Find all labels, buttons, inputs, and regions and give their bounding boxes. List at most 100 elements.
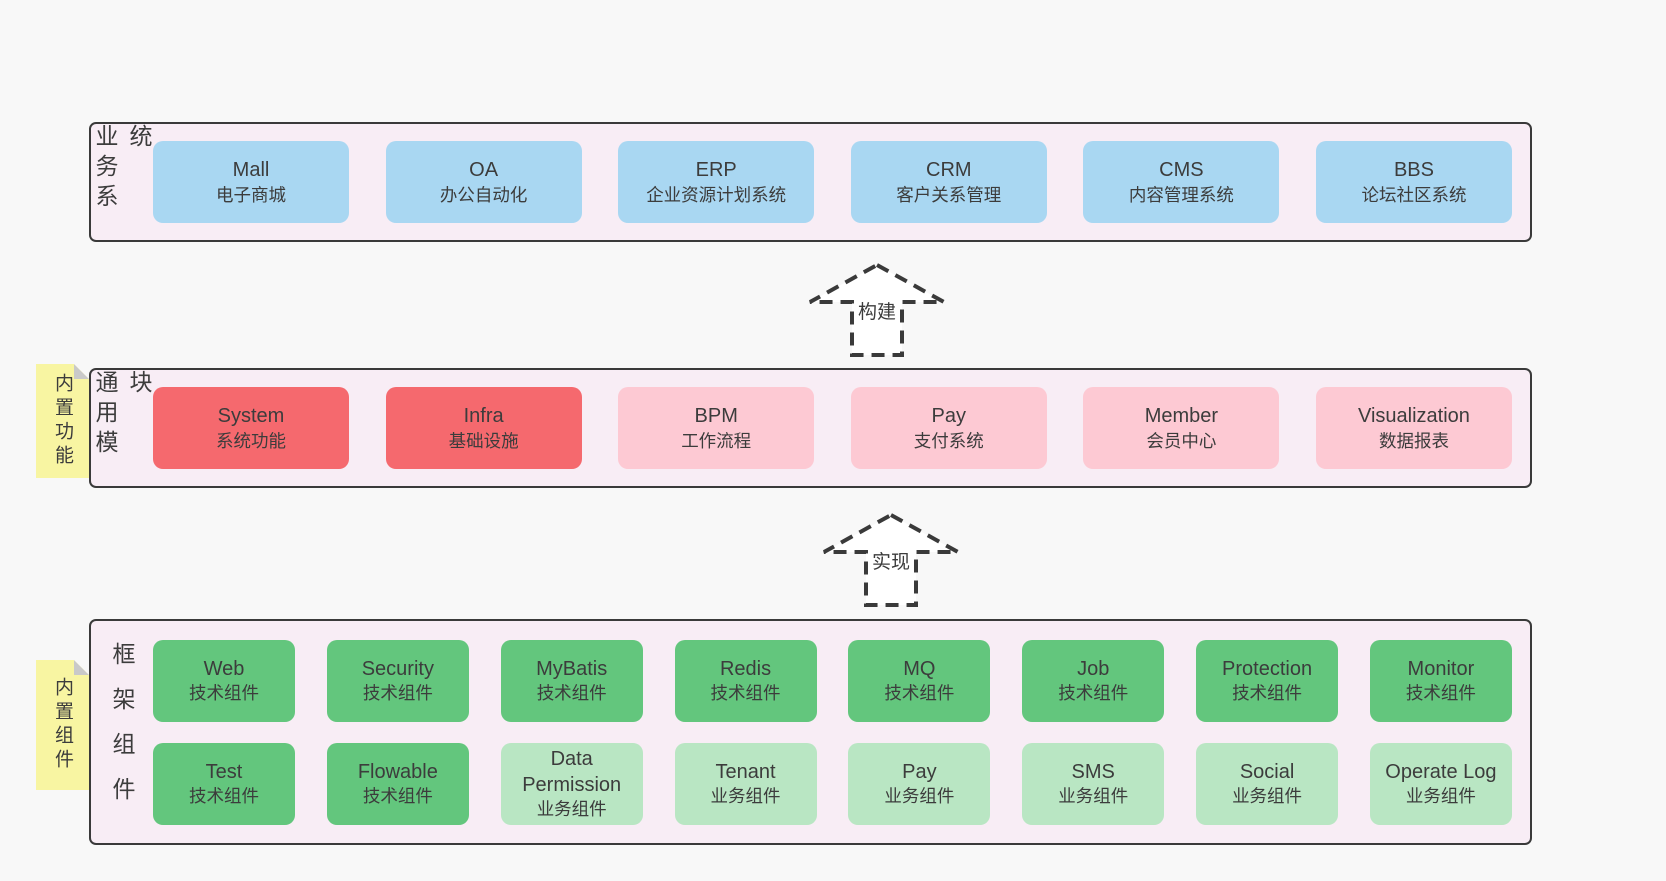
box-title: Social (1239, 760, 1295, 783)
folded-corner-icon (74, 364, 89, 379)
box-web: Web 技术组件 (153, 639, 295, 722)
box-subtitle: 客户关系管理 (896, 184, 1002, 205)
box-pay-component: Pay 业务组件 (848, 742, 991, 825)
box-title: Member (1144, 405, 1219, 428)
folded-corner-icon (74, 660, 89, 675)
box-title: Monitor (1407, 657, 1475, 680)
box-subtitle: 办公自动化 (439, 184, 528, 205)
box-redis: Redis 技术组件 (674, 639, 817, 722)
box-title: Flowable (357, 760, 438, 783)
box-subtitle: 支付系统 (913, 430, 984, 451)
box-title: Pay (902, 760, 937, 783)
box-cms: CMS 内容管理系统 (1083, 141, 1280, 223)
box-subtitle: 业务组件 (884, 786, 955, 807)
arrow-implement: 实现 (821, 512, 961, 608)
box-subtitle: 技术组件 (1405, 683, 1476, 704)
box-title: Visualization (1358, 405, 1470, 428)
box-protection: Protection 技术组件 (1196, 639, 1339, 722)
box-test: Test 技术组件 (153, 742, 295, 825)
box-title: CMS (1159, 159, 1204, 182)
box-oa: OA 办公自动化 (385, 141, 582, 223)
band-common-modules: 通用模块 System 系统功能 Infra 基础设施 BPM 工作流程 Pay… (89, 368, 1532, 488)
box-social: Social 业务组件 (1196, 742, 1339, 825)
box-title: SMS (1071, 760, 1115, 783)
box-bbs: BBS 论坛社区系统 (1315, 141, 1512, 223)
box-row: Mall 电子商城 OA 办公自动化 ERP 企业资源计划系统 CRM 客户关系… (153, 141, 1512, 223)
box-title: MQ (903, 657, 936, 680)
box-title: BPM (694, 405, 738, 428)
box-title: Pay (931, 405, 967, 428)
band-framework-components-boxes: Web 技术组件 Security 技术组件 MyBatis 技术组件 Redi… (153, 621, 1512, 843)
box-tenant: Tenant 业务组件 (674, 742, 817, 825)
box-title: Job (1077, 657, 1110, 680)
box-title: OA (469, 159, 499, 182)
box-sms: SMS 业务组件 (1022, 742, 1165, 825)
sticky-label: 内置组件 (52, 677, 73, 773)
box-title: Tenant (715, 760, 776, 783)
box-title: Web (203, 657, 245, 680)
box-subtitle: 业务组件 (536, 799, 607, 820)
box-title: Security (361, 657, 434, 680)
box-infra: Infra 基础设施 (385, 387, 582, 469)
box-visualization: Visualization 数据报表 (1315, 387, 1512, 469)
box-subtitle: 企业资源计划系统 (646, 184, 787, 205)
box-subtitle: 技术组件 (884, 683, 955, 704)
box-row-technical: Web 技术组件 Security 技术组件 MyBatis 技术组件 Redi… (153, 639, 1512, 722)
box-subtitle: 业务组件 (1405, 786, 1476, 807)
box-row-business: Test 技术组件 Flowable 技术组件 Data Permission … (153, 742, 1512, 825)
box-subtitle: 技术组件 (362, 683, 433, 704)
box-subtitle: 论坛社区系统 (1361, 184, 1467, 205)
box-title: Operate Log (1385, 760, 1497, 783)
box-title: Protection (1222, 657, 1313, 680)
box-monitor: Monitor 技术组件 (1369, 639, 1512, 722)
arrow-build: 构建 (807, 262, 947, 358)
box-crm: CRM 客户关系管理 (850, 141, 1047, 223)
box-subtitle: 基础设施 (448, 430, 519, 451)
box-erp: ERP 企业资源计划系统 (618, 141, 815, 223)
box-member: Member 会员中心 (1083, 387, 1280, 469)
band-label-common-modules: 通用模块 (92, 370, 152, 460)
box-subtitle: 技术组件 (1232, 683, 1303, 704)
band-common-modules-boxes: System 系统功能 Infra 基础设施 BPM 工作流程 Pay 支付系统… (153, 370, 1512, 486)
arrow-implement-label: 实现 (867, 546, 915, 575)
box-bpm: BPM 工作流程 (618, 387, 815, 469)
box-subtitle: 技术组件 (1058, 683, 1129, 704)
sticky-label: 内置功能 (52, 373, 73, 469)
box-title: Infra (463, 405, 504, 428)
box-subtitle: 技术组件 (362, 786, 433, 807)
box-title: Redis (719, 657, 772, 680)
box-mq: MQ 技术组件 (848, 639, 991, 722)
box-row: System 系统功能 Infra 基础设施 BPM 工作流程 Pay 支付系统… (153, 387, 1512, 469)
box-mall: Mall 电子商城 (153, 141, 349, 223)
box-subtitle: 技术组件 (710, 683, 781, 704)
band-label-business-systems: 业务系统 (92, 124, 152, 214)
box-subtitle: 业务组件 (1232, 786, 1303, 807)
box-subtitle: 技术组件 (189, 786, 259, 807)
sticky-built-in-components: 内置组件 (36, 660, 89, 790)
box-title: Mall (232, 159, 270, 182)
box-subtitle: 系统功能 (216, 430, 286, 451)
box-title: Test (205, 760, 243, 783)
box-title: CRM (926, 159, 972, 182)
band-business-systems: 业务系统 Mall 电子商城 OA 办公自动化 ERP 企业资源计划系统 CRM… (89, 122, 1532, 242)
box-title: Data Permission (522, 747, 622, 796)
band-framework-components: 框架组件 Web 技术组件 Security 技术组件 MyBatis 技术组件… (89, 619, 1532, 845)
box-subtitle: 工作流程 (681, 430, 752, 451)
band-business-systems-boxes: Mall 电子商城 OA 办公自动化 ERP 企业资源计划系统 CRM 客户关系… (153, 124, 1512, 240)
box-security: Security 技术组件 (326, 639, 469, 722)
box-subtitle: 会员中心 (1146, 430, 1217, 451)
arrow-build-label: 构建 (853, 296, 901, 325)
box-mybatis: MyBatis 技术组件 (500, 639, 643, 722)
box-subtitle: 电子商城 (216, 184, 286, 205)
box-job: Job 技术组件 (1022, 639, 1165, 722)
box-subtitle: 数据报表 (1378, 430, 1449, 451)
band-label-framework-components: 框架组件 (109, 642, 135, 822)
box-operate-log: Operate Log 业务组件 (1369, 742, 1512, 825)
sticky-built-in-features: 内置功能 (36, 364, 89, 478)
box-title: BBS (1393, 159, 1434, 182)
box-data-permission: Data Permission 业务组件 (500, 742, 643, 825)
box-title: System (217, 405, 285, 428)
box-subtitle: 技术组件 (189, 683, 259, 704)
box-title: MyBatis (536, 657, 608, 680)
